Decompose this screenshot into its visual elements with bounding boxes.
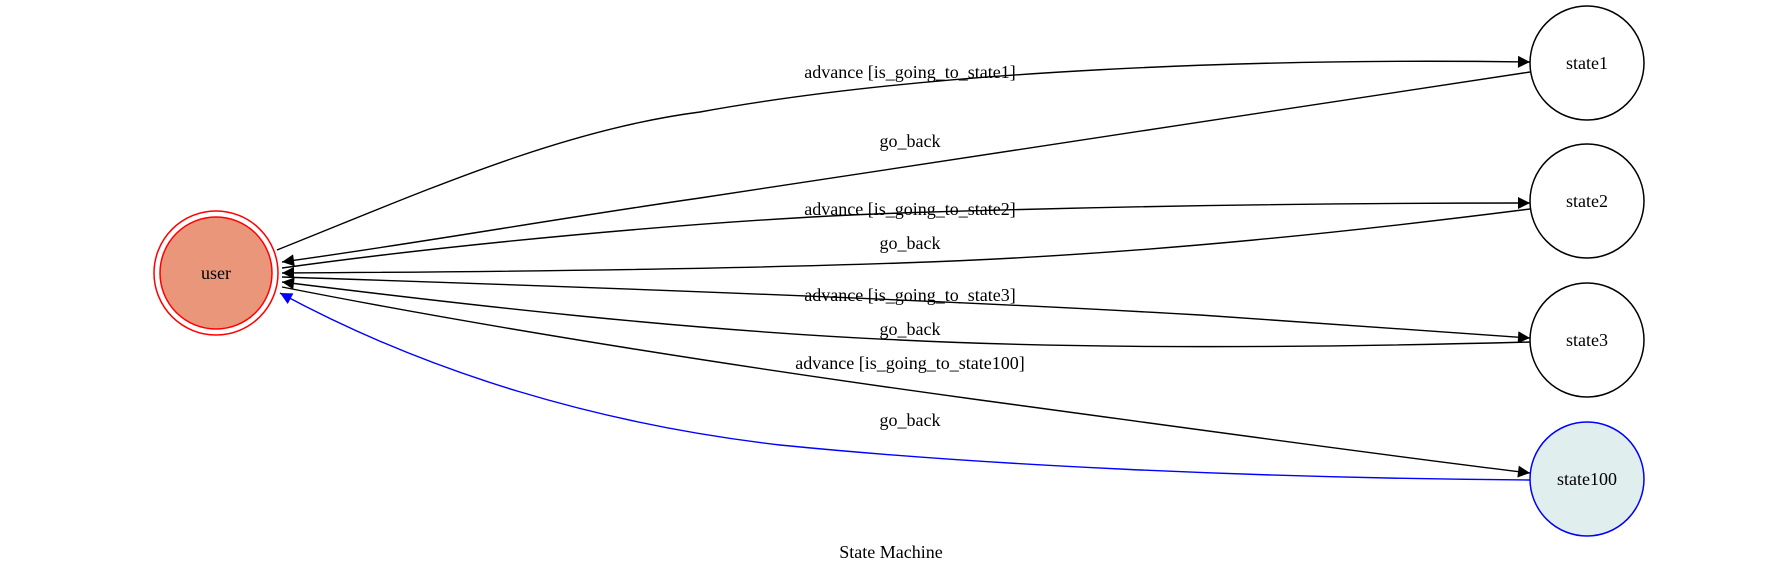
node-label-state100: state100 [1557,469,1617,489]
edge-user-to-state3[interactable] [281,276,1531,344]
node-label-state3: state3 [1566,330,1608,350]
edge-label-user-to-state100: advance [is_going_to_state100] [795,353,1024,373]
edge-label-user-to-state2: advance [is_going_to_state2] [804,199,1015,219]
edge-state100-to-user[interactable] [279,292,1531,481]
node-state100[interactable]: state100 [1529,421,1645,537]
edge-state2-to-user[interactable] [281,208,1531,279]
edge-user-to-state100[interactable] [281,286,1531,478]
nodes: user state1 state2 state3 state100 [153,5,1645,537]
node-label-state2: state2 [1566,191,1608,211]
edge-label-user-to-state1: advance [is_going_to_state1] [804,62,1015,82]
edge-state3-to-user[interactable] [281,277,1531,348]
edge-label-state2-to-user: go_back [880,233,941,253]
edge-label-state1-to-user: go_back [880,131,941,151]
node-state3[interactable]: state3 [1529,282,1645,398]
edge-label-user-to-state3: advance [is_going_to_state3] [804,285,1015,305]
node-label-user: user [201,263,231,283]
edge-label-state3-to-user: go_back [880,319,941,339]
diagram-caption: State Machine [839,542,942,562]
edge-user-to-state1[interactable] [276,55,1531,251]
edge-label-state100-to-user: go_back [880,410,941,430]
edge-labels: advance [is_going_to_state1] go_back adv… [795,62,1024,430]
node-state2[interactable]: state2 [1529,143,1645,259]
edge-user-to-state2[interactable] [281,197,1531,269]
node-state1[interactable]: state1 [1529,5,1645,121]
node-user[interactable]: user [153,210,279,336]
node-label-state1: state1 [1566,53,1608,73]
